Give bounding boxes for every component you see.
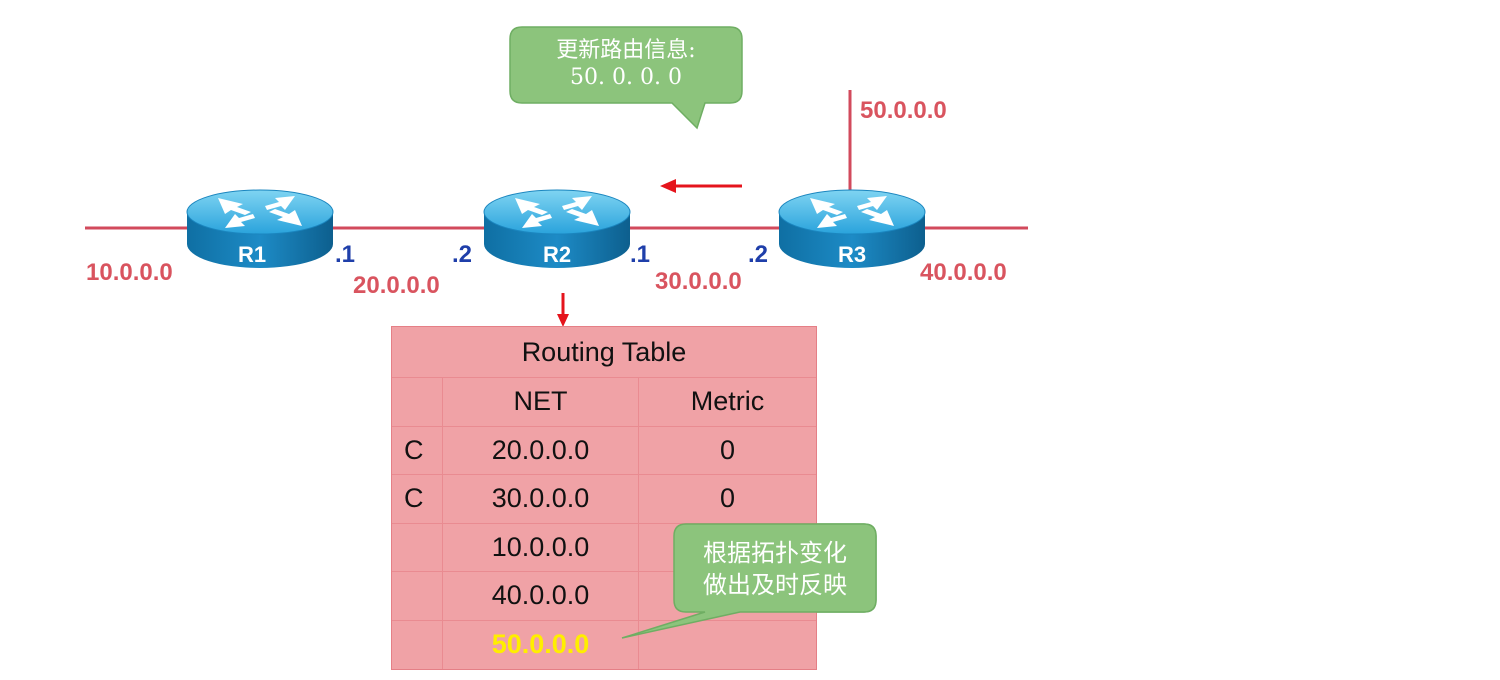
router-r2: R2 [483,189,631,269]
update-bubble-line2: 50. 0. 0. 0 [570,65,682,90]
row-metric: 0 [719,483,736,514]
note-bubble-line1: 根据拓扑变化 [703,539,847,567]
router-r2-label: R2 [543,242,571,267]
router-r3-label: R3 [838,242,866,267]
table-row: 50.0.0.0 [392,620,816,669]
row-type [392,620,443,669]
routing-table: Routing Table NET Metric C 20.0.0.0 0 C … [391,326,817,670]
row-type: C [392,475,443,523]
table-row: C 30.0.0.0 0 [392,475,816,524]
net-label-10: 10.0.0.0 [86,259,173,286]
row-type [392,572,443,620]
router-r1: R1 [186,189,334,269]
net-label-40: 40.0.0.0 [920,259,1007,286]
routing-table-title: Routing Table [392,327,816,378]
if-label-r2-left: .2 [452,241,472,268]
note-bubble: 根据拓扑变化 做出及时反映 [674,537,876,601]
row-net: 20.0.0.0 [443,426,639,475]
table-header-row: NET Metric [392,378,816,427]
net-label-50: 50.0.0.0 [860,97,947,124]
arrow-left-icon [660,179,742,193]
table-row: C 20.0.0.0 0 [392,426,816,476]
row-type: C [392,426,443,475]
note-bubble-line2: 做出及时反映 [703,571,847,599]
update-bubble-line1: 更新路由信息: [556,38,696,63]
row-metric: 0 [719,434,736,465]
header-net: NET [443,378,639,426]
if-label-r1-right: .1 [335,241,355,268]
if-label-r2-right: .1 [630,241,650,268]
row-net: 10.0.0.0 [443,523,639,572]
if-label-r3-left: .2 [748,241,768,268]
row-net: 30.0.0.0 [443,475,639,523]
table-row: 40.0.0.0 [392,572,816,621]
update-bubble: 更新路由信息: 50. 0. 0. 0 [510,37,742,91]
router-r1-label: R1 [238,242,266,267]
row-net: 40.0.0.0 [443,572,639,620]
header-type [392,378,443,426]
update-bubble-shape [509,26,743,130]
row-net-new: 50.0.0.0 [443,620,639,669]
row-metric [639,621,816,669]
row-type [392,523,443,572]
arrow-down-icon [557,293,569,327]
net-label-30: 30.0.0.0 [655,268,742,295]
router-r3: R3 [778,189,926,269]
header-metric: Metric [690,386,765,416]
net-label-20: 20.0.0.0 [353,272,440,299]
